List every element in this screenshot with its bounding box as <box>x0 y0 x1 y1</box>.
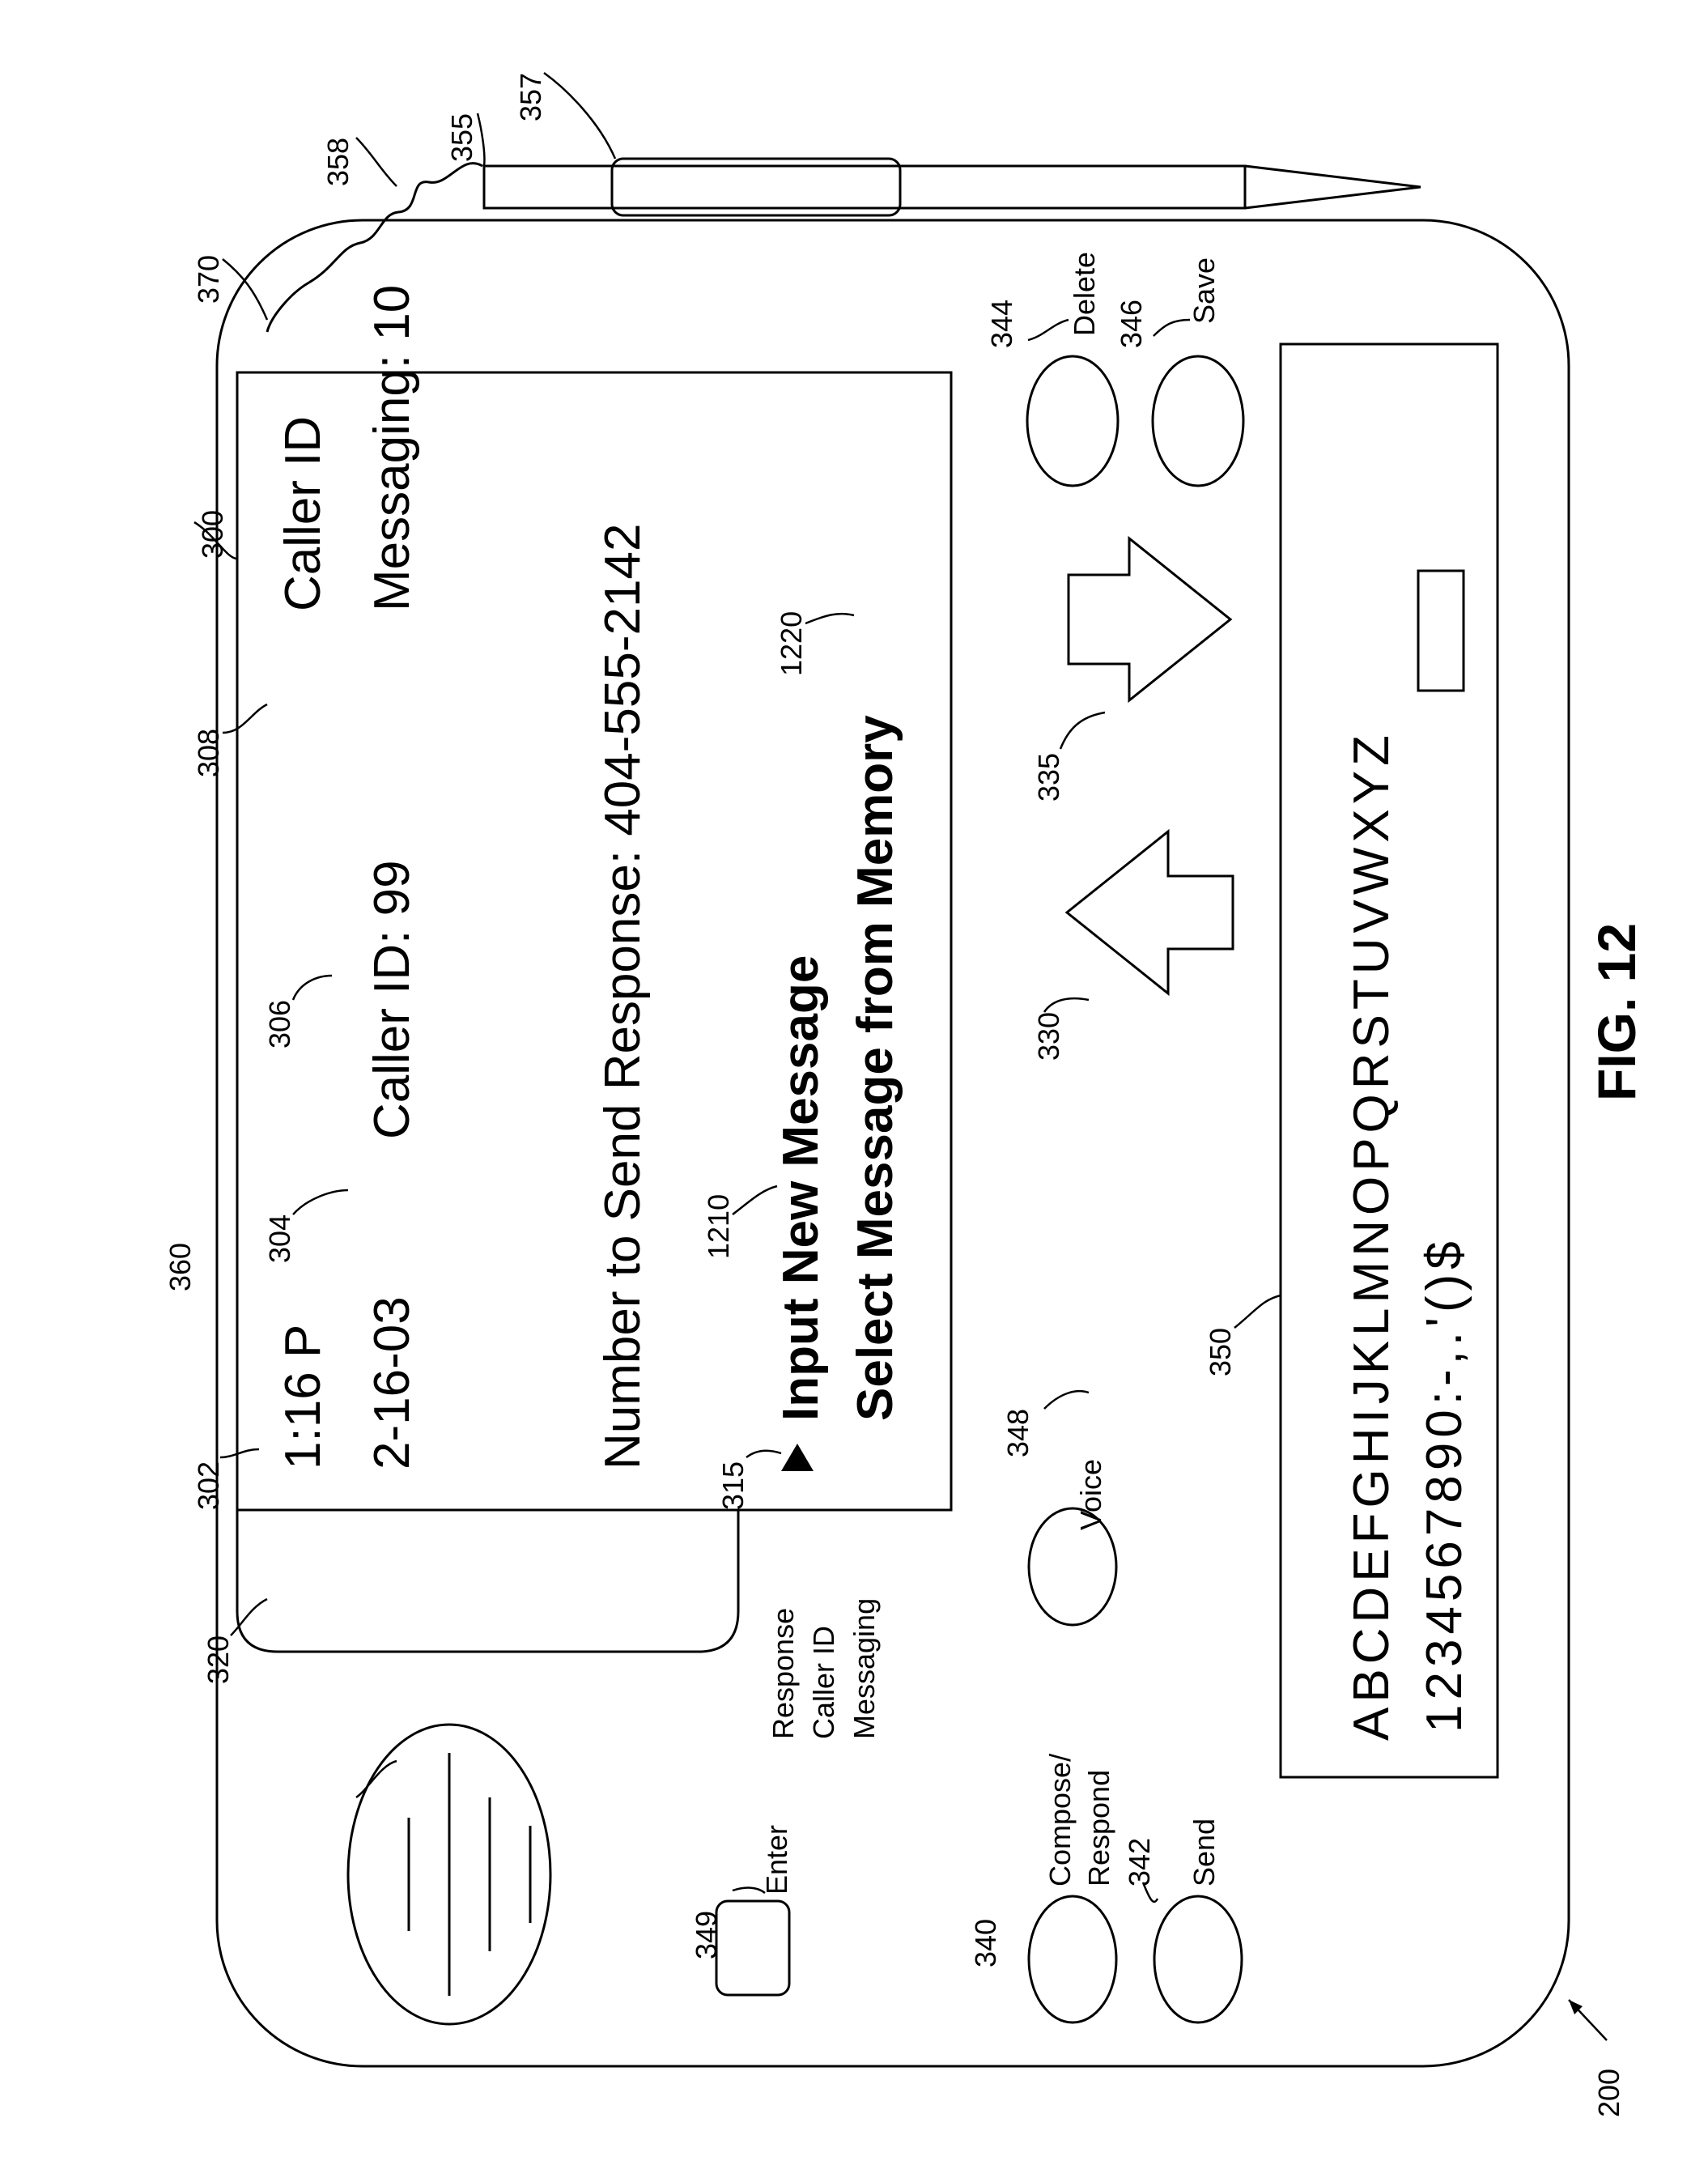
compose-label-line-2: Respond <box>1082 1770 1115 1886</box>
display-screen <box>236 371 953 1512</box>
stylus <box>482 157 1421 217</box>
time-display: 1:16 P <box>275 1325 331 1470</box>
tab-messaging[interactable]: Messaging <box>848 1598 881 1739</box>
save-label: Save <box>1188 257 1221 324</box>
svg-text:350: 350 <box>1204 1328 1237 1376</box>
left-arrow-button[interactable] <box>1064 828 1234 997</box>
svg-text:346: 346 <box>1115 300 1148 348</box>
svg-text:358: 358 <box>321 138 355 186</box>
voice-label: Voice <box>1074 1459 1107 1530</box>
svg-text:320: 320 <box>202 1635 235 1684</box>
svg-text:1234567890:-,.'()$: 1234567890:-,.'()$ <box>1417 1236 1472 1733</box>
send-button[interactable] <box>1153 1895 1243 2024</box>
svg-text:357: 357 <box>514 73 547 121</box>
svg-text:Save: Save <box>1188 257 1221 324</box>
svg-text:349: 349 <box>690 1911 723 1959</box>
keyboard-panel <box>1279 342 1499 1779</box>
enter-label: Enter <box>760 1825 793 1895</box>
svg-text:Input New Message: Input New Message <box>773 955 829 1421</box>
compose-respond-button[interactable] <box>1027 1895 1118 2024</box>
delete-label: Delete <box>1068 252 1101 336</box>
keyboard-row-numbers[interactable]: 1234567890:-,.'()$ <box>1417 1236 1472 1733</box>
delete-button[interactable] <box>1026 355 1120 487</box>
send-label: Send <box>1188 1818 1221 1886</box>
svg-text:315: 315 <box>716 1461 750 1510</box>
mode-display: Caller ID <box>275 416 331 611</box>
svg-text:302: 302 <box>192 1461 225 1510</box>
speaker-icon <box>346 1723 552 2026</box>
svg-text:FIG. 12: FIG. 12 <box>1587 923 1646 1101</box>
date-display: 2-16-03 <box>364 1296 420 1470</box>
screen-line-3: Number to Send Response: 404-555-2142 <box>595 524 651 1470</box>
svg-text:Caller ID: Caller ID <box>807 1626 840 1739</box>
svg-text:342: 342 <box>1123 1838 1156 1886</box>
ref-200: 200 <box>1592 2069 1625 2117</box>
svg-text:ABCDEFGHIJKLMNOPQRSTUVWXYZ: ABCDEFGHIJKLMNOPQRSTUVWXYZ <box>1344 730 1400 1741</box>
menu-item-input-new-message[interactable]: Input New Message <box>773 955 829 1421</box>
svg-text:Respond: Respond <box>1082 1770 1115 1886</box>
svg-text:Response: Response <box>767 1608 800 1739</box>
svg-text:355: 355 <box>445 113 478 162</box>
svg-text:Enter: Enter <box>760 1825 793 1895</box>
save-button[interactable] <box>1151 355 1245 487</box>
screen-line-1: 1:16 P Caller ID <box>275 416 331 1470</box>
selection-cursor-icon <box>781 1444 814 1471</box>
mode-tabs[interactable] <box>236 1510 740 1653</box>
svg-text:344: 344 <box>985 300 1018 348</box>
svg-text:335: 335 <box>1032 753 1065 802</box>
svg-text:Select Message from Memory: Select Message from Memory <box>848 715 903 1421</box>
svg-text:304: 304 <box>263 1214 296 1263</box>
reference-numerals: 200 300 302 304 306 308 315 320 330 335 … <box>164 71 1625 2117</box>
response-number: Number to Send Response: 404-555-2142 <box>595 524 651 1470</box>
tab-response[interactable]: Response <box>767 1608 800 1739</box>
right-arrow-button[interactable] <box>1067 535 1233 704</box>
compose-label-line-1: Compose/ <box>1043 1754 1077 1886</box>
svg-text:340: 340 <box>969 1919 1002 1967</box>
svg-text:Compose/: Compose/ <box>1043 1754 1077 1886</box>
space-key[interactable] <box>1417 569 1465 692</box>
voice-button[interactable] <box>1027 1507 1118 1627</box>
svg-text:348: 348 <box>1001 1409 1035 1457</box>
figure-label: FIG. 12 <box>1587 923 1646 1101</box>
caller-id-count: Caller ID: 99 <box>364 860 420 1139</box>
svg-text:Voice: Voice <box>1074 1459 1107 1530</box>
stylus-clip <box>610 157 902 217</box>
tab-caller-id[interactable]: Caller ID <box>807 1626 840 1739</box>
svg-text:Send: Send <box>1188 1818 1221 1886</box>
svg-text:360: 360 <box>164 1243 197 1291</box>
svg-text:306: 306 <box>263 1000 296 1048</box>
svg-text:370: 370 <box>192 255 225 304</box>
svg-text:1220: 1220 <box>775 611 808 676</box>
svg-text:Delete: Delete <box>1068 252 1101 336</box>
stylus-tether <box>266 162 483 333</box>
device-housing <box>215 219 1570 2068</box>
svg-text:1210: 1210 <box>702 1194 735 1259</box>
keyboard-row-letters[interactable]: ABCDEFGHIJKLMNOPQRSTUVWXYZ <box>1344 730 1400 1741</box>
svg-text:308: 308 <box>192 729 225 777</box>
svg-text:Messaging: Messaging <box>848 1598 881 1739</box>
svg-text:330: 330 <box>1032 1012 1065 1061</box>
messaging-count: Messaging: 10 <box>364 285 420 611</box>
enter-button[interactable] <box>715 1899 791 1997</box>
screen-line-2: 2-16-03 Caller ID: 99 Messaging: 10 <box>364 285 420 1470</box>
menu-item-select-from-memory[interactable]: Select Message from Memory <box>848 715 903 1421</box>
